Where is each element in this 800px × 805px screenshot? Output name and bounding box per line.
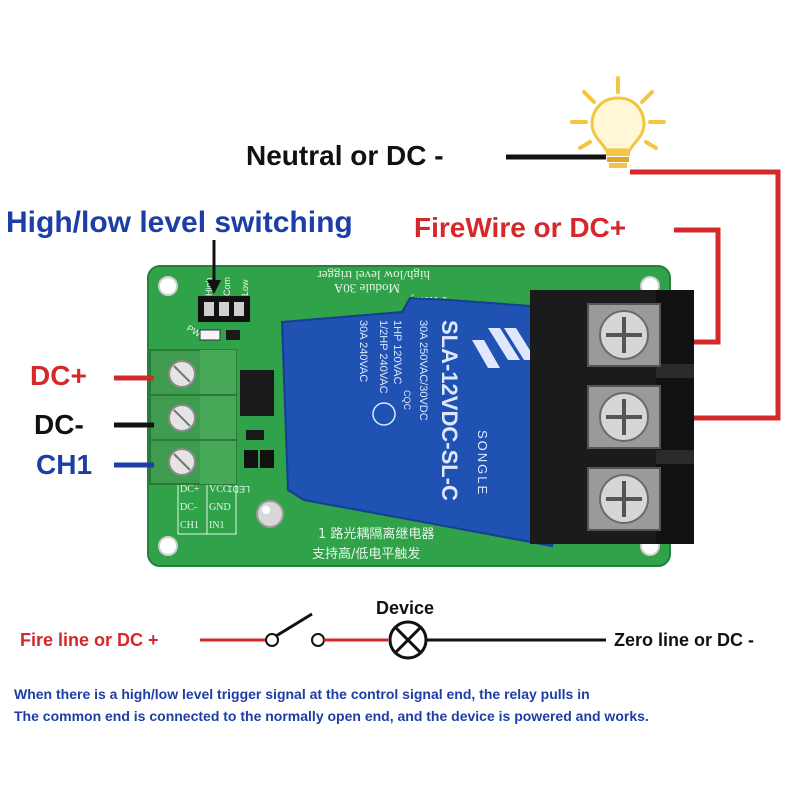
jumper-com-label: Com xyxy=(222,277,232,296)
schematic xyxy=(200,612,606,660)
pin-left-1: DC+ xyxy=(180,484,200,495)
pin-right-2: GND xyxy=(209,502,231,513)
optocoupler-chip xyxy=(240,370,274,416)
switch-icon xyxy=(265,612,325,647)
dc-minus-label: DC- xyxy=(34,409,84,440)
silk-line-3: high/low level trigger xyxy=(317,268,430,283)
resistor xyxy=(244,450,258,468)
firewire-lead xyxy=(674,227,721,345)
screw-dc-plus xyxy=(168,360,196,388)
light-bulb-icon xyxy=(570,76,666,168)
firewire-label: FireWire or DC+ xyxy=(414,212,627,243)
screw-nc xyxy=(587,467,661,531)
pin-left-2: DC- xyxy=(180,502,197,513)
input-terminal-block xyxy=(149,349,237,485)
diode xyxy=(260,450,274,468)
note-line-1: When there is a high/low level trigger s… xyxy=(14,686,590,702)
zero-line-label: Zero line or DC - xyxy=(614,630,755,650)
songle-logo-icon xyxy=(472,328,536,368)
led1: LED1 xyxy=(227,484,284,528)
transistor xyxy=(246,430,264,440)
jumper-low-label: Low xyxy=(240,279,250,296)
relay-brand: SONGLE xyxy=(475,430,490,496)
jumper-arrow xyxy=(207,240,221,294)
pin-right-3: IN1 xyxy=(209,520,225,531)
cqc-mark-icon xyxy=(372,402,396,426)
pin-right-1: VCC xyxy=(209,484,230,495)
output-terminal-block xyxy=(530,290,694,544)
screw-com xyxy=(587,385,661,449)
neutral-label: Neutral or DC - xyxy=(246,140,444,171)
screw-no xyxy=(587,303,661,367)
note-line-2: The common end is connected to the norma… xyxy=(14,708,649,724)
relay-rating-2: 1HP 120VAC xyxy=(391,320,403,384)
screw-dc-minus xyxy=(168,404,196,432)
relay-rating-4: 30A 240VAC xyxy=(357,320,369,382)
led1-label: LED1 xyxy=(227,484,250,494)
ch1-label: CH1 xyxy=(36,449,93,480)
silk-bottom-1: 1 路光耦隔离继电器 xyxy=(318,526,434,542)
lamp-device-icon xyxy=(388,620,428,660)
pin-label-table: DC+ DC- CH1 VCC GND IN1 xyxy=(177,477,237,535)
pin-left-3: CH1 xyxy=(180,520,199,531)
screw-ch1 xyxy=(168,448,196,476)
device-label: Device xyxy=(376,598,435,618)
silk-bottom-2: 支持高/低电平触发 xyxy=(312,546,420,562)
jumper-high-label: High xyxy=(204,277,214,296)
relay-model: SLA-12VDC-SL-C xyxy=(437,320,462,501)
high-low-switching-label: High/low level switching xyxy=(6,206,353,239)
dc-plus-label: DC+ xyxy=(30,360,87,391)
jumper-header: High Com Low xyxy=(198,277,250,322)
relay-rating-3: 1/2HP 240VAC xyxy=(377,320,389,394)
silk-line-2: Module 30A xyxy=(333,281,400,296)
relay-rating-1: 30A 250VAC/30VDC xyxy=(417,320,429,421)
relay-body: SLA-12VDC-SL-C 30A 250VAC/30VDC 1HP 120V… xyxy=(280,296,558,548)
fire-line-label: Fire line or DC + xyxy=(20,630,159,650)
relay-cqc: CQC xyxy=(402,390,412,411)
fire-wire-to-bulb xyxy=(630,169,781,421)
